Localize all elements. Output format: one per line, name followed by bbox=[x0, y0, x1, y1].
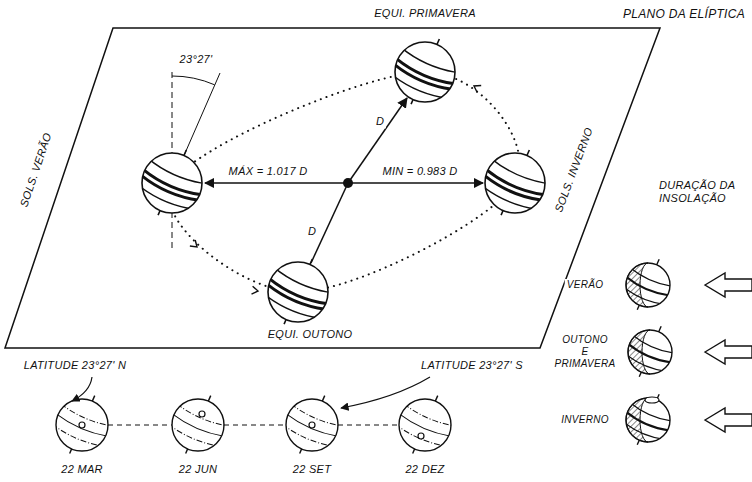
earth-globe bbox=[472, 137, 559, 228]
subsolar-point bbox=[309, 422, 315, 428]
position-label: EQUI. OUTONO bbox=[266, 328, 355, 341]
distance-arrow bbox=[348, 182, 483, 184]
earth-globe bbox=[382, 26, 469, 117]
orbit-arrow bbox=[472, 83, 481, 93]
distance-label: MÁX = 1.017 D bbox=[227, 165, 310, 178]
angle-label: 23°27' bbox=[178, 53, 215, 66]
orbit-arrow bbox=[190, 240, 200, 250]
tilt-angle-arc bbox=[172, 76, 215, 85]
date-globe bbox=[160, 385, 236, 465]
distance-label: D bbox=[306, 225, 318, 238]
distance-label: MIN = 0.983 D bbox=[380, 165, 459, 178]
date-globe bbox=[44, 385, 120, 465]
plane-label: PLANO DA ELÍPTICA bbox=[621, 7, 747, 21]
ecliptic-plane bbox=[5, 28, 660, 348]
sun-dot bbox=[343, 178, 353, 188]
latitude-label: LATITUDE 23°27' S bbox=[419, 359, 525, 372]
insolation-globe bbox=[615, 250, 681, 320]
leader-arrow bbox=[341, 377, 430, 408]
section-heading: DURAÇÃO DA INSOLAÇÃO bbox=[657, 179, 749, 205]
insolation-globe bbox=[615, 385, 681, 455]
subsolar-point bbox=[79, 422, 85, 428]
date-globe bbox=[274, 385, 350, 465]
solstice-label: SOLS. INVERNO bbox=[551, 124, 596, 216]
earth-globe bbox=[129, 137, 216, 228]
season-label: VERÃO bbox=[565, 279, 606, 291]
subsolar-point bbox=[199, 411, 205, 417]
latitude-label: LATITUDE 23°27' N bbox=[22, 359, 128, 372]
season-label: OUTONO E PRIMAVERA bbox=[552, 334, 618, 370]
sun-ray-arrow bbox=[705, 340, 752, 364]
orbit-path bbox=[169, 72, 520, 292]
polar-cap bbox=[645, 397, 659, 403]
orbit-dashed bbox=[224, 425, 286, 426]
date-label: 22 DEZ bbox=[403, 463, 446, 476]
solstice-label: SOLS. VERÃO bbox=[17, 129, 55, 210]
date-label: 22 SET bbox=[291, 463, 334, 476]
orbit-arrow bbox=[252, 286, 259, 295]
date-label: 22 MAR bbox=[59, 463, 105, 476]
distance-arrow bbox=[205, 182, 348, 184]
sun-ray-arrow bbox=[705, 408, 752, 432]
sun-ray-arrow bbox=[705, 273, 752, 297]
season-label: INVERNO bbox=[559, 414, 611, 426]
orbit-dashed bbox=[108, 425, 172, 426]
leader-arrow bbox=[72, 377, 92, 401]
distance-line bbox=[311, 183, 348, 263]
subsolar-point bbox=[418, 433, 424, 439]
earth-globe bbox=[255, 246, 342, 337]
date-label: 22 JUN bbox=[177, 463, 219, 476]
date-globe bbox=[387, 385, 463, 465]
position-label: EQUI. PRIMAVERA bbox=[372, 7, 478, 20]
insolation-globe bbox=[617, 317, 683, 387]
orbit-dashed bbox=[338, 425, 399, 426]
distance-label: D bbox=[374, 115, 386, 128]
